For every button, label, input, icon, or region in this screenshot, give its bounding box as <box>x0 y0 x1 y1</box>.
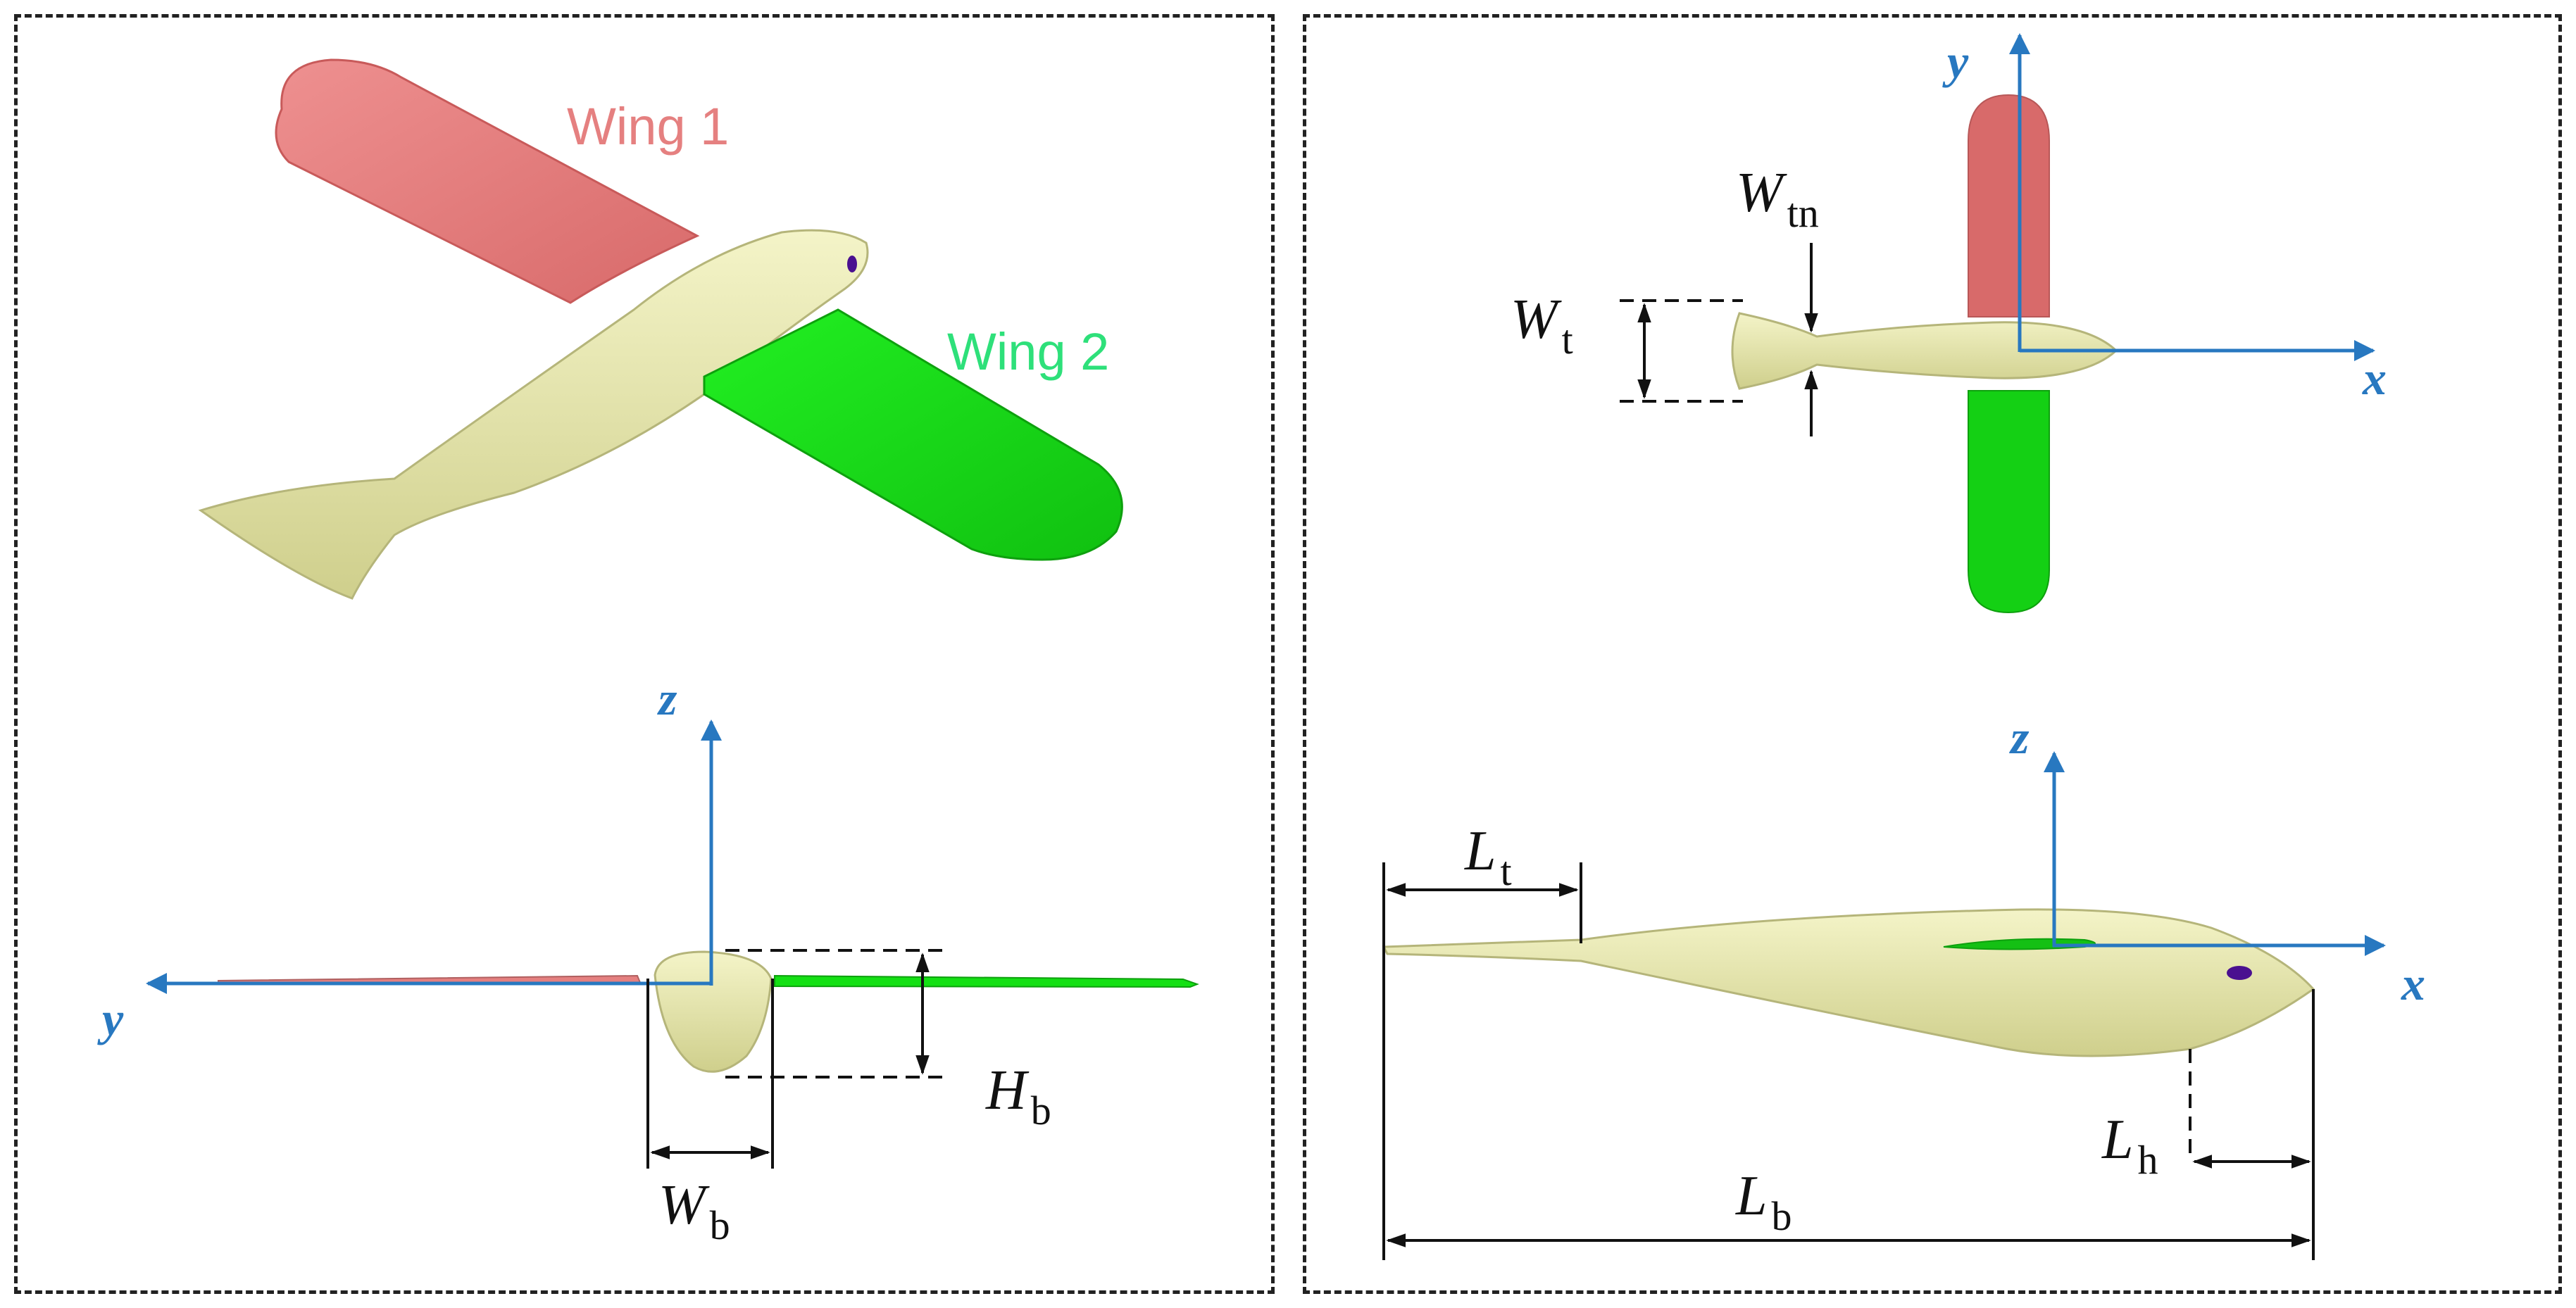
wing-2-shape <box>703 308 1123 561</box>
eye-marker <box>847 256 857 272</box>
z-axis-label-front: z <box>657 672 677 725</box>
top-wing-2 <box>1968 390 2050 614</box>
wing-1-shape <box>275 58 700 304</box>
side-fuselage <box>1382 908 2315 1057</box>
z-axis-label-side: z <box>2009 710 2030 764</box>
right-panel-frame <box>1303 14 2562 1294</box>
side-eye-marker <box>2227 966 2252 980</box>
front-wing-2 <box>774 974 1199 988</box>
x-axis-label-top: x <box>2362 351 2387 405</box>
x-axis-label-side: x <box>2401 957 2425 1010</box>
left-panel-frame <box>14 14 1275 1294</box>
isometric-view: Wing 1 Wing 2 <box>198 58 1123 600</box>
y-axis-label-front: y <box>97 992 124 1045</box>
wing-1-label: Wing 1 <box>567 97 729 156</box>
top-wing-1 <box>1968 94 2050 317</box>
wing-2-label: Wing 2 <box>947 322 1109 381</box>
y-axis-label-top: y <box>1942 34 1969 88</box>
fuselage-shape <box>198 229 869 600</box>
